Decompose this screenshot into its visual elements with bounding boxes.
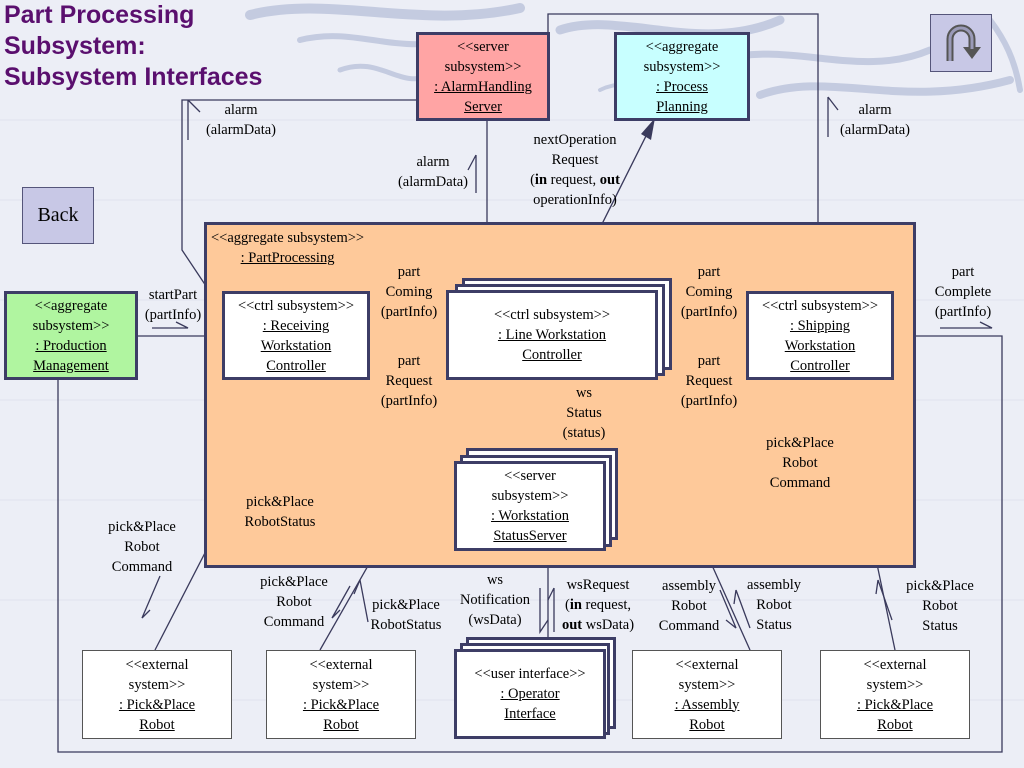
title-line-1: Part Processing bbox=[4, 1, 195, 29]
label-assembly-command: assembly Robot Command bbox=[658, 578, 720, 634]
alarm-handling-server[interactable]: <<server subsystem>> : AlarmHandling Ser… bbox=[416, 32, 550, 121]
label-part-request-right: part Request (partInfo) bbox=[680, 353, 738, 409]
label-alarm-right: alarm (alarmData) bbox=[839, 102, 911, 138]
back-button[interactable]: Back bbox=[22, 187, 94, 244]
slide-title: Part Processing Subsystem: Subsystem Int… bbox=[4, 0, 334, 93]
label-start-part: startPart (partInfo) bbox=[144, 287, 202, 323]
label-part-coming-right: part Coming (partInfo) bbox=[680, 264, 738, 320]
label-ws-request: wsRequest (in request, out wsData) bbox=[561, 577, 635, 633]
pick-place-robot-1[interactable]: <<external system>> : Pick&Place Robot bbox=[82, 650, 232, 739]
workstation-status-server[interactable]: <<server subsystem>> : Workstation Statu… bbox=[454, 461, 606, 551]
label-pickplace-status-right: pick&Place Robot Status bbox=[906, 578, 974, 634]
shipping-workstation-controller[interactable]: <<ctrl subsystem>> : Shipping Workstatio… bbox=[746, 291, 894, 380]
label-pickplace-command-left: pick&Place Robot Command bbox=[108, 519, 176, 575]
label-pickplace-command-right: pick&Place Robot Command bbox=[766, 435, 834, 491]
arrowhead-icon bbox=[641, 118, 655, 140]
return-button[interactable] bbox=[930, 14, 992, 72]
label-next-operation: nextOperation Request (in request, out o… bbox=[530, 132, 620, 208]
label-part-coming-left: part Coming (partInfo) bbox=[380, 264, 438, 320]
part-processing-label: <<aggregate subsystem>> : PartProcessing bbox=[211, 230, 365, 266]
label-alarm-mid: alarm (alarmData) bbox=[397, 154, 469, 190]
label-pickplace-command-mid: pick&Place Robot Command bbox=[260, 574, 328, 630]
label-alarm-left: alarm (alarmData) bbox=[205, 102, 277, 138]
pick-place-robot-2[interactable]: <<external system>> : Pick&Place Robot bbox=[266, 650, 416, 739]
assembly-robot[interactable]: <<external system>> : Assembly Robot bbox=[632, 650, 782, 739]
operator-interface[interactable]: <<user interface>> : Operator Interface bbox=[454, 649, 606, 739]
receiving-workstation-controller[interactable]: <<ctrl subsystem>> : Receiving Workstati… bbox=[222, 291, 370, 380]
label-assembly-status: assembly Robot Status bbox=[747, 577, 801, 633]
label-ws-status: ws Status (status) bbox=[562, 385, 606, 441]
process-planning[interactable]: <<aggregate subsystem>> : Process Planni… bbox=[614, 32, 750, 121]
pick-place-robot-4[interactable]: <<external system>> : Pick&Place Robot bbox=[820, 650, 970, 739]
label-pickplace-status-inner: pick&Place RobotStatus bbox=[244, 494, 316, 530]
production-management[interactable]: <<aggregate subsystem>> : Production Man… bbox=[4, 291, 138, 380]
title-line-2: Subsystem: bbox=[4, 32, 146, 60]
title-line-3: Subsystem Interfaces bbox=[4, 63, 263, 91]
label-ws-notification: ws Notification (wsData) bbox=[459, 572, 531, 628]
label-pickplace-status-mid: pick&Place RobotStatus bbox=[370, 597, 442, 633]
line-workstation-controller[interactable]: <<ctrl subsystem>> : Line Workstation Co… bbox=[446, 290, 658, 380]
u-turn-icon bbox=[946, 24, 981, 61]
label-part-request-left: part Request (partInfo) bbox=[380, 353, 438, 409]
label-part-complete: part Complete (partInfo) bbox=[934, 264, 992, 320]
